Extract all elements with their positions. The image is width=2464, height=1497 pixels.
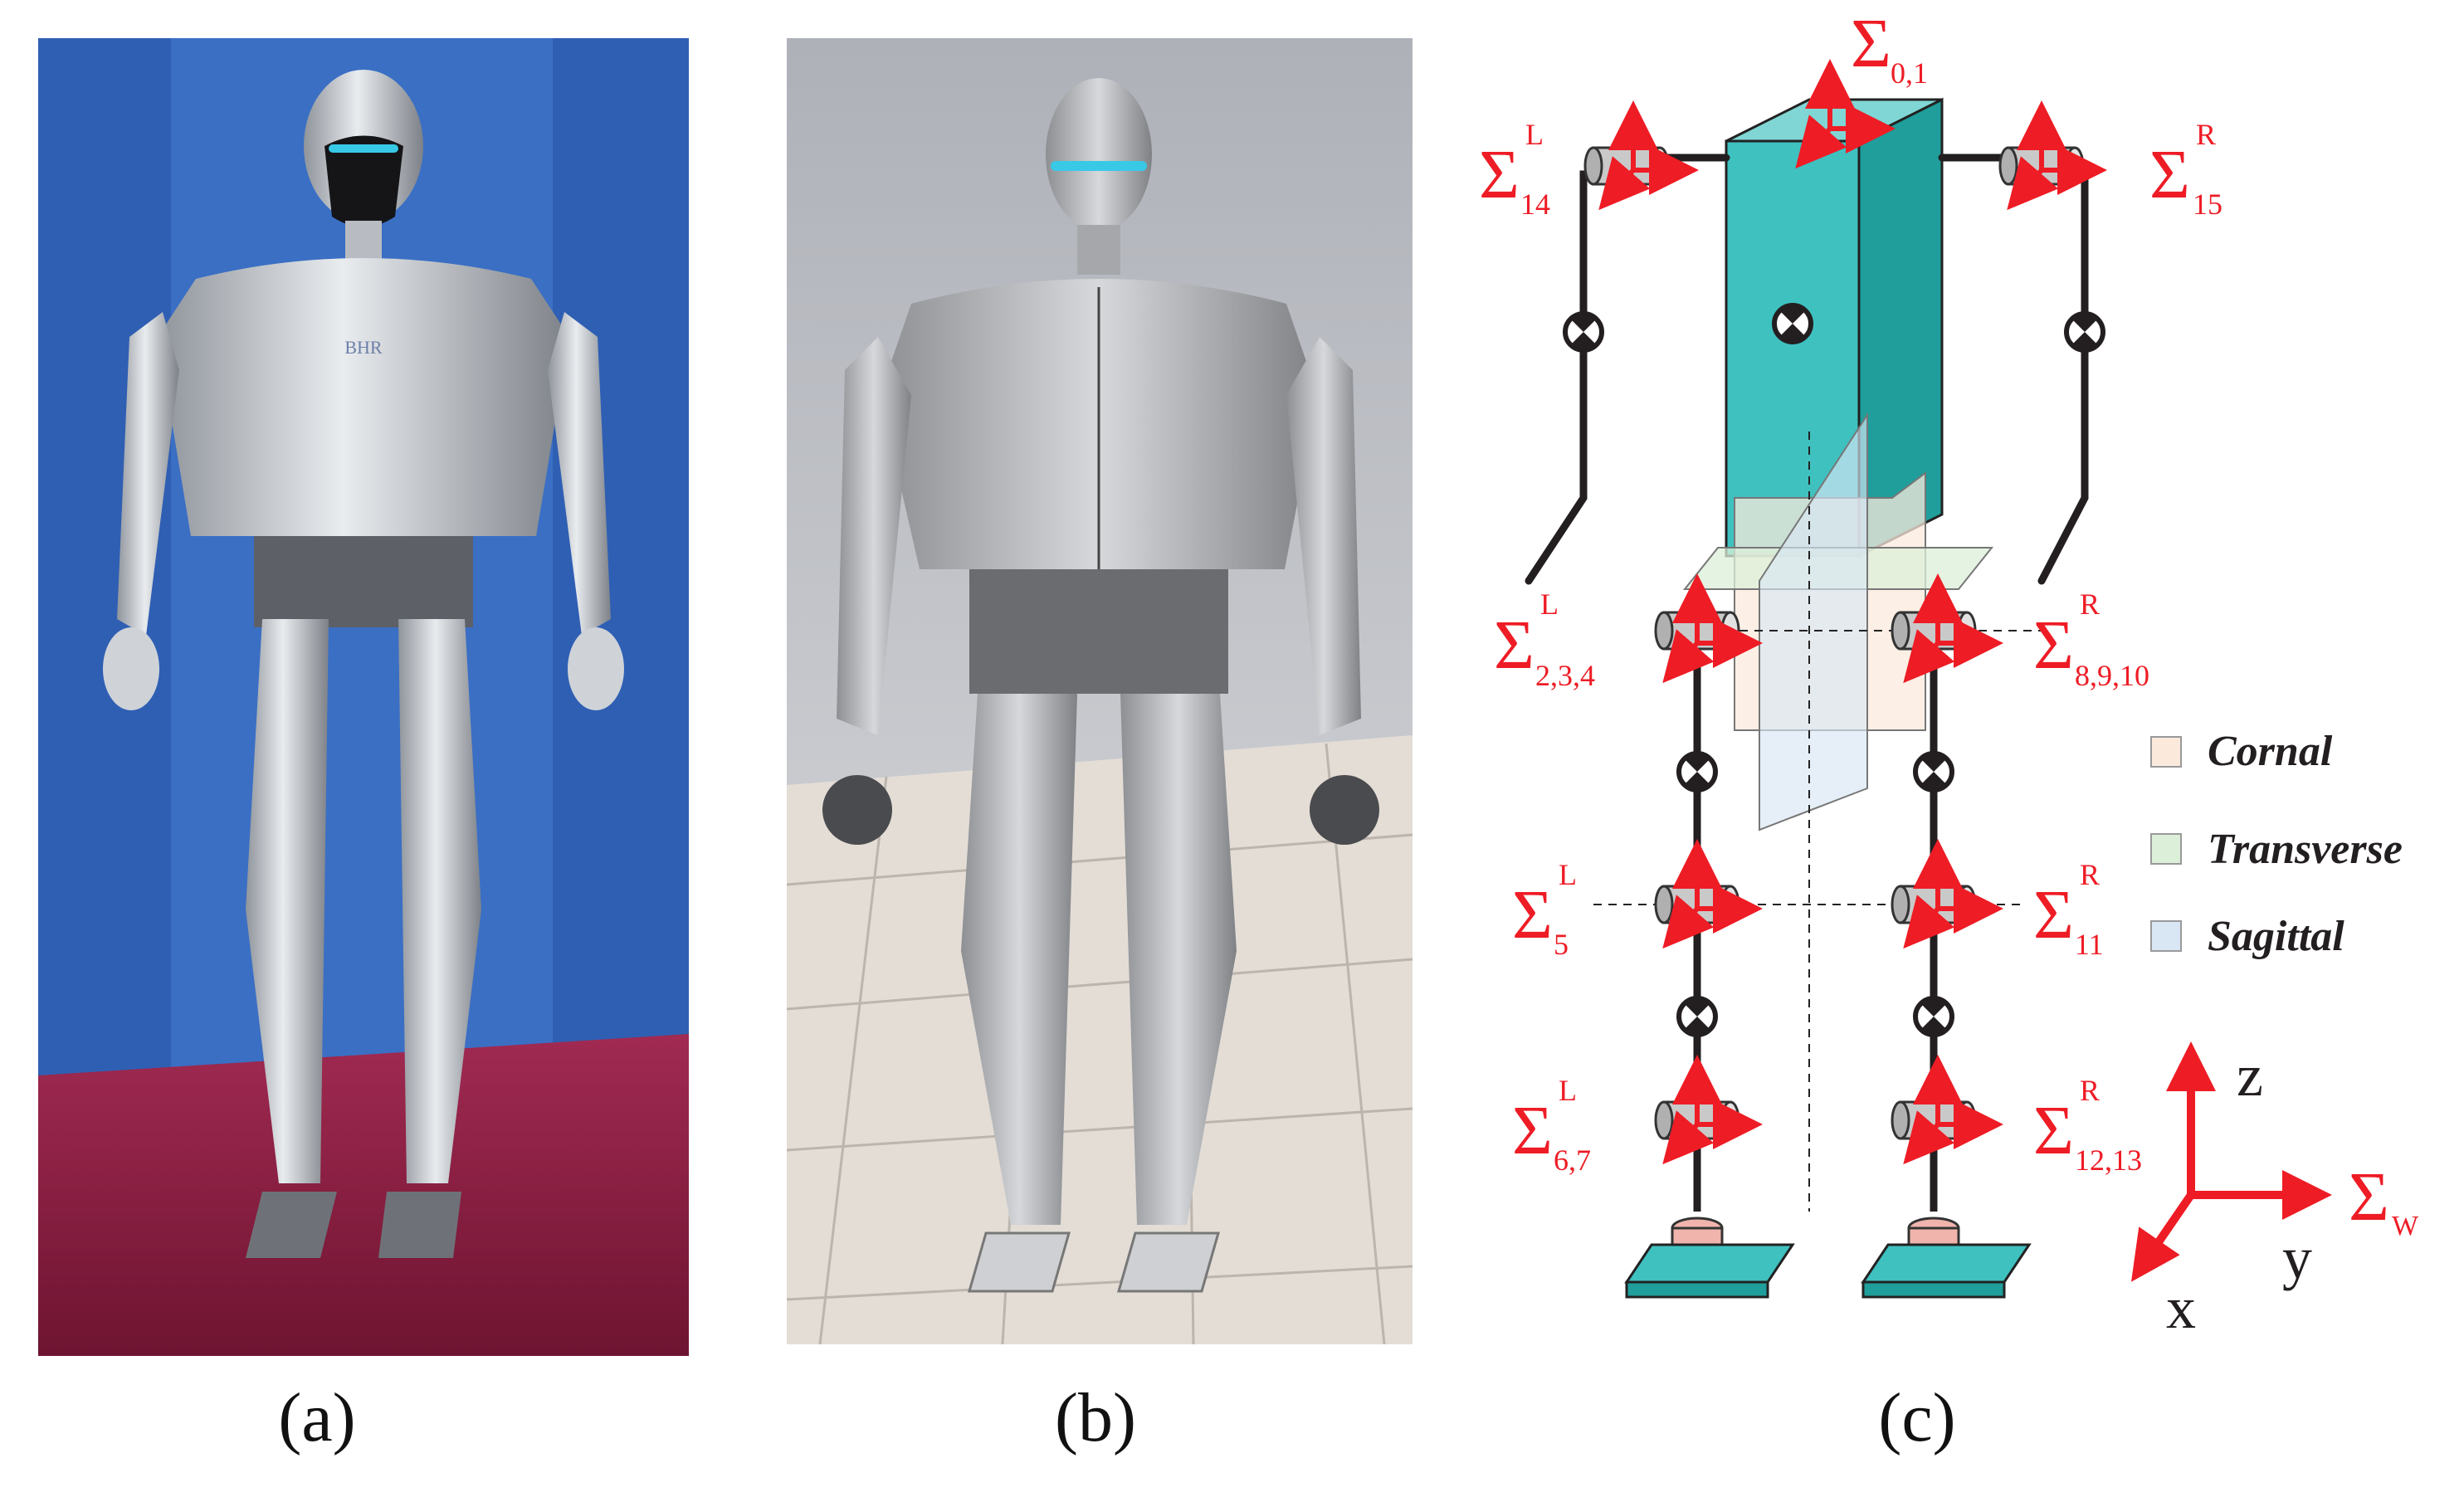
svg-text:Σ: Σ — [1479, 136, 1520, 213]
svg-text:Σ: Σ — [1494, 607, 1535, 684]
svg-text:Σ: Σ — [2033, 876, 2074, 953]
robot-simulation-panel — [786, 38, 1413, 1345]
right-ankle-actuator — [1891, 1100, 1977, 1140]
svg-text:L: L — [1540, 588, 1559, 621]
right-foot — [1861, 1217, 2032, 1299]
frame-label-right-ankle: Σ R 12,13 — [2033, 1074, 2142, 1177]
legend-swatch-sagittal — [2150, 920, 2182, 952]
sim-left-foot — [968, 1231, 1071, 1293]
svg-text:R: R — [2196, 118, 2216, 151]
robot-photo-panel: BHR — [38, 38, 689, 1356]
left-foot — [1624, 1217, 1795, 1299]
axis-label-z: z — [2237, 1042, 2263, 1109]
sim-right-leg — [1120, 694, 1237, 1225]
svg-text:Σ: Σ — [1512, 876, 1553, 953]
svg-text:R: R — [2080, 858, 2100, 891]
frame-label-left-hip: Σ L 2,3,4 — [1494, 588, 1595, 692]
svg-text:11: 11 — [2075, 928, 2104, 961]
plane-legend: Cornal Transverse Sagittal — [2150, 728, 2403, 960]
svg-text:5: 5 — [1554, 928, 1569, 961]
frame-label-world: Σ — [2349, 1158, 2389, 1236]
sim-left-leg — [961, 694, 1077, 1225]
axis-label-x: x — [2166, 1275, 2196, 1341]
left-elbow-joint-icon — [1565, 314, 1602, 350]
sagittal-plane — [1759, 412, 1868, 831]
legend-swatch-cornal — [2150, 736, 2182, 768]
svg-text:Σ: Σ — [2149, 136, 2190, 213]
left-thigh-joint-icon — [1679, 753, 1715, 790]
svg-text:12,13: 12,13 — [2075, 1143, 2142, 1177]
axis-label-y: y — [2282, 1225, 2312, 1291]
legend-swatch-transverse — [2150, 833, 2182, 865]
robot-right-foot — [378, 1192, 461, 1258]
legend-label-sagittal: Sagittal — [2208, 913, 2344, 960]
sim-right-arm — [1286, 337, 1361, 735]
caption-b: (b) — [1055, 1379, 1136, 1456]
svg-text:8,9,10: 8,9,10 — [2075, 659, 2149, 692]
legend-label-transverse: Transverse — [2208, 826, 2403, 873]
sim-head — [1046, 78, 1152, 231]
svg-text:6,7: 6,7 — [1554, 1143, 1591, 1177]
caption-a: (a) — [278, 1379, 356, 1456]
svg-text:R: R — [2080, 588, 2100, 621]
robot-right-arm — [548, 312, 611, 636]
svg-text:14: 14 — [1520, 188, 1550, 221]
frame-label-base: Σ 0,1 — [1851, 5, 1928, 90]
svg-text:Σ: Σ — [2033, 1092, 2074, 1169]
robot-left-foot — [246, 1192, 337, 1258]
right-shank-joint-icon — [1915, 998, 1952, 1035]
frame-label-left-knee: Σ L 5 — [1512, 858, 1577, 961]
torso-logo: BHR — [344, 337, 383, 358]
svg-text:15: 15 — [2193, 188, 2222, 221]
frame-label-left-shoulder: Σ L 14 — [1479, 118, 1550, 221]
right-thigh-joint-icon — [1915, 753, 1952, 790]
robot-photo: BHR — [38, 38, 689, 1356]
left-shank-joint-icon — [1679, 998, 1715, 1035]
sim-floor — [787, 735, 1413, 1344]
robot-torso — [158, 258, 569, 536]
robot-hips — [254, 536, 473, 627]
svg-text:W: W — [2392, 1211, 2419, 1241]
svg-text:L: L — [1559, 858, 1577, 891]
svg-text:L: L — [1525, 118, 1544, 151]
svg-text:Σ: Σ — [2033, 607, 2074, 684]
kinematic-diagram-panel: Σ 0,1 Σ L 14 Σ R 15 Σ L 2,3,4 Σ R 8,9,10 — [1461, 0, 2464, 1411]
kinematic-diagram: Σ 0,1 Σ L 14 Σ R 15 Σ L 2,3,4 Σ R 8,9,10 — [1479, 5, 2419, 1341]
world-frame: z y x Σ W — [2131, 1041, 2419, 1341]
right-knee-actuator — [1891, 885, 1977, 924]
robot-left-arm — [117, 312, 179, 636]
frame-label-left-ankle: Σ L 6,7 — [1512, 1074, 1591, 1177]
svg-text:Σ: Σ — [1512, 1092, 1553, 1169]
torso-box — [1725, 97, 1944, 558]
svg-text:L: L — [1559, 1074, 1577, 1107]
svg-text:Σ: Σ — [1851, 5, 1891, 82]
svg-text:2,3,4: 2,3,4 — [1535, 659, 1595, 692]
legend-label-cornal: Cornal — [2208, 728, 2333, 775]
robot-right-leg — [398, 619, 481, 1183]
robot-left-leg — [246, 619, 329, 1183]
sim-left-arm — [837, 337, 911, 735]
robot-simulation — [786, 38, 1413, 1345]
right-elbow-joint-icon — [2066, 314, 2103, 350]
sim-right-foot — [1117, 1231, 1220, 1293]
caption-c: (c) — [1878, 1379, 1956, 1456]
frame-label-right-knee: Σ R 11 — [2033, 858, 2104, 961]
torso-joint-icon — [1774, 305, 1811, 342]
svg-text:R: R — [2080, 1074, 2100, 1107]
svg-text:0,1: 0,1 — [1891, 56, 1928, 90]
frame-label-right-shoulder: Σ R 15 — [2149, 118, 2222, 221]
frame-label-right-hip: Σ R 8,9,10 — [2033, 588, 2149, 692]
sim-waist — [969, 569, 1228, 694]
floor — [38, 1034, 689, 1356]
